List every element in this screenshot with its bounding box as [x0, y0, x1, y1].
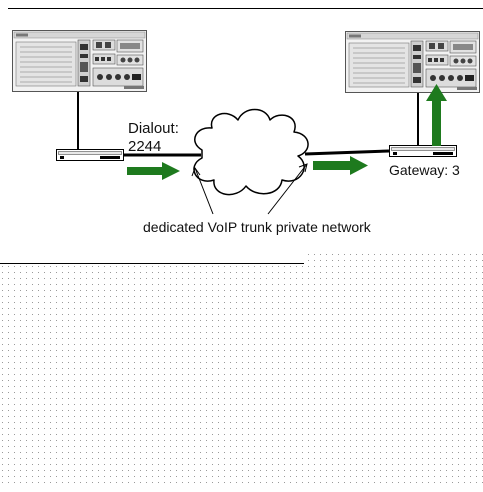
left-green-arrow	[127, 162, 180, 180]
dialout-number: 2244	[128, 138, 162, 155]
left-pointer-head	[191, 166, 201, 177]
right-router-icon	[389, 145, 457, 157]
left-server-chassis-icon	[12, 30, 147, 92]
network-label: dedicated VoIP trunk private network	[143, 219, 371, 235]
dialout-label: Dialout:	[128, 120, 179, 137]
left-pointer-line	[194, 167, 214, 215]
gateway-label: Gateway: 3	[389, 162, 460, 178]
dotted-background	[0, 250, 483, 487]
right-green-arrow	[313, 156, 368, 175]
right-server-chassis-icon	[345, 31, 480, 93]
right-pointer-head	[298, 163, 308, 173]
network-cloud-icon	[193, 108, 309, 196]
up-green-arrow	[426, 84, 447, 146]
right-pointer-line	[267, 163, 308, 215]
right-trunk-line	[304, 149, 390, 156]
left-router-icon	[56, 149, 124, 161]
